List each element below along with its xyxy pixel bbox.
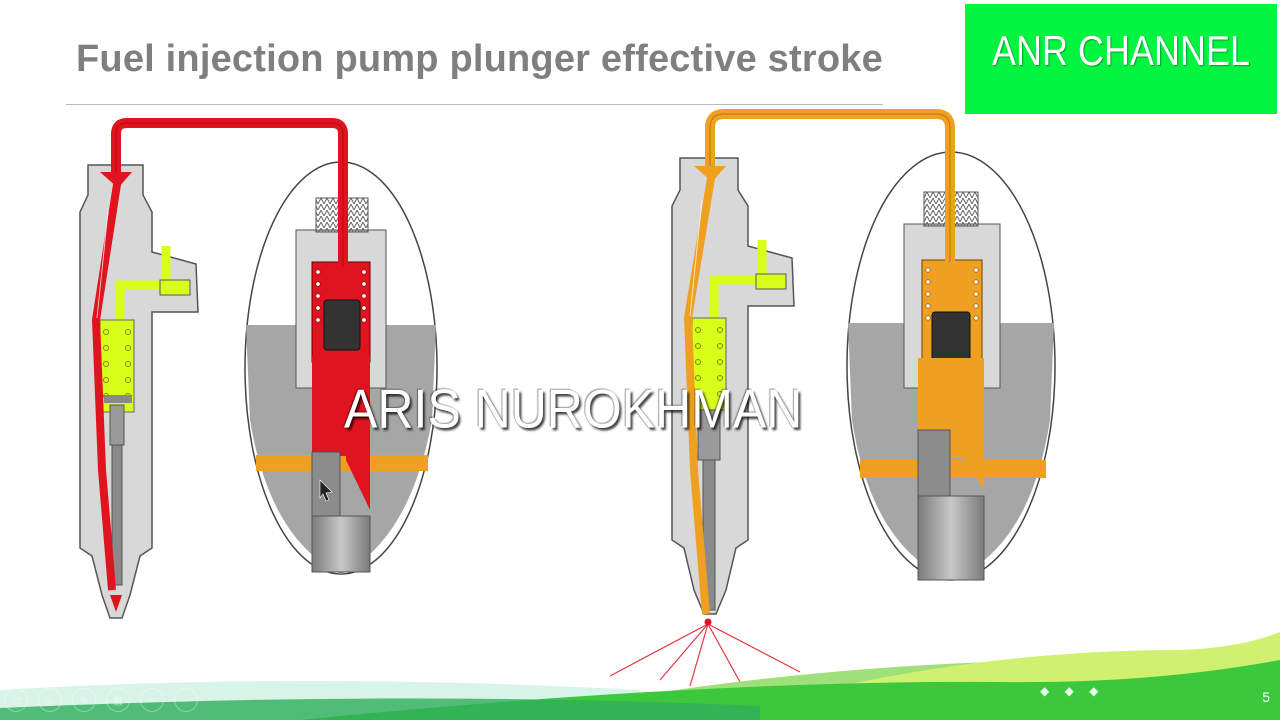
watermark: ARIS NUROKHMAN — [344, 378, 803, 440]
next-icon[interactable]: ▷ — [38, 688, 62, 712]
page-number: 5 — [1262, 689, 1270, 705]
channel-badge: ANR CHANNEL — [965, 4, 1277, 114]
prev-icon[interactable]: ◁ — [4, 688, 28, 712]
player-controls: ◁ ▷ ✎ ▦ ⌕ ⋯ — [4, 688, 198, 712]
zoom-icon[interactable]: ⌕ — [140, 688, 164, 712]
left-pump-element — [244, 161, 438, 575]
right-injector — [609, 157, 801, 687]
nav-dots-icon: ◆ ◆ ◆ — [1040, 684, 1105, 698]
slide-title: Fuel injection pump plunger effective st… — [76, 38, 883, 80]
mouse-cursor-icon — [319, 479, 333, 502]
right-pump-element — [846, 151, 1056, 581]
channel-badge-text: ANR CHANNEL — [991, 26, 1251, 75]
more-icon[interactable]: ⋯ — [174, 688, 198, 712]
pen-icon[interactable]: ✎ — [72, 688, 96, 712]
title-divider — [66, 104, 883, 105]
slides-icon[interactable]: ▦ — [106, 688, 130, 712]
left-injector — [79, 164, 199, 619]
fuel-spray — [609, 623, 801, 687]
